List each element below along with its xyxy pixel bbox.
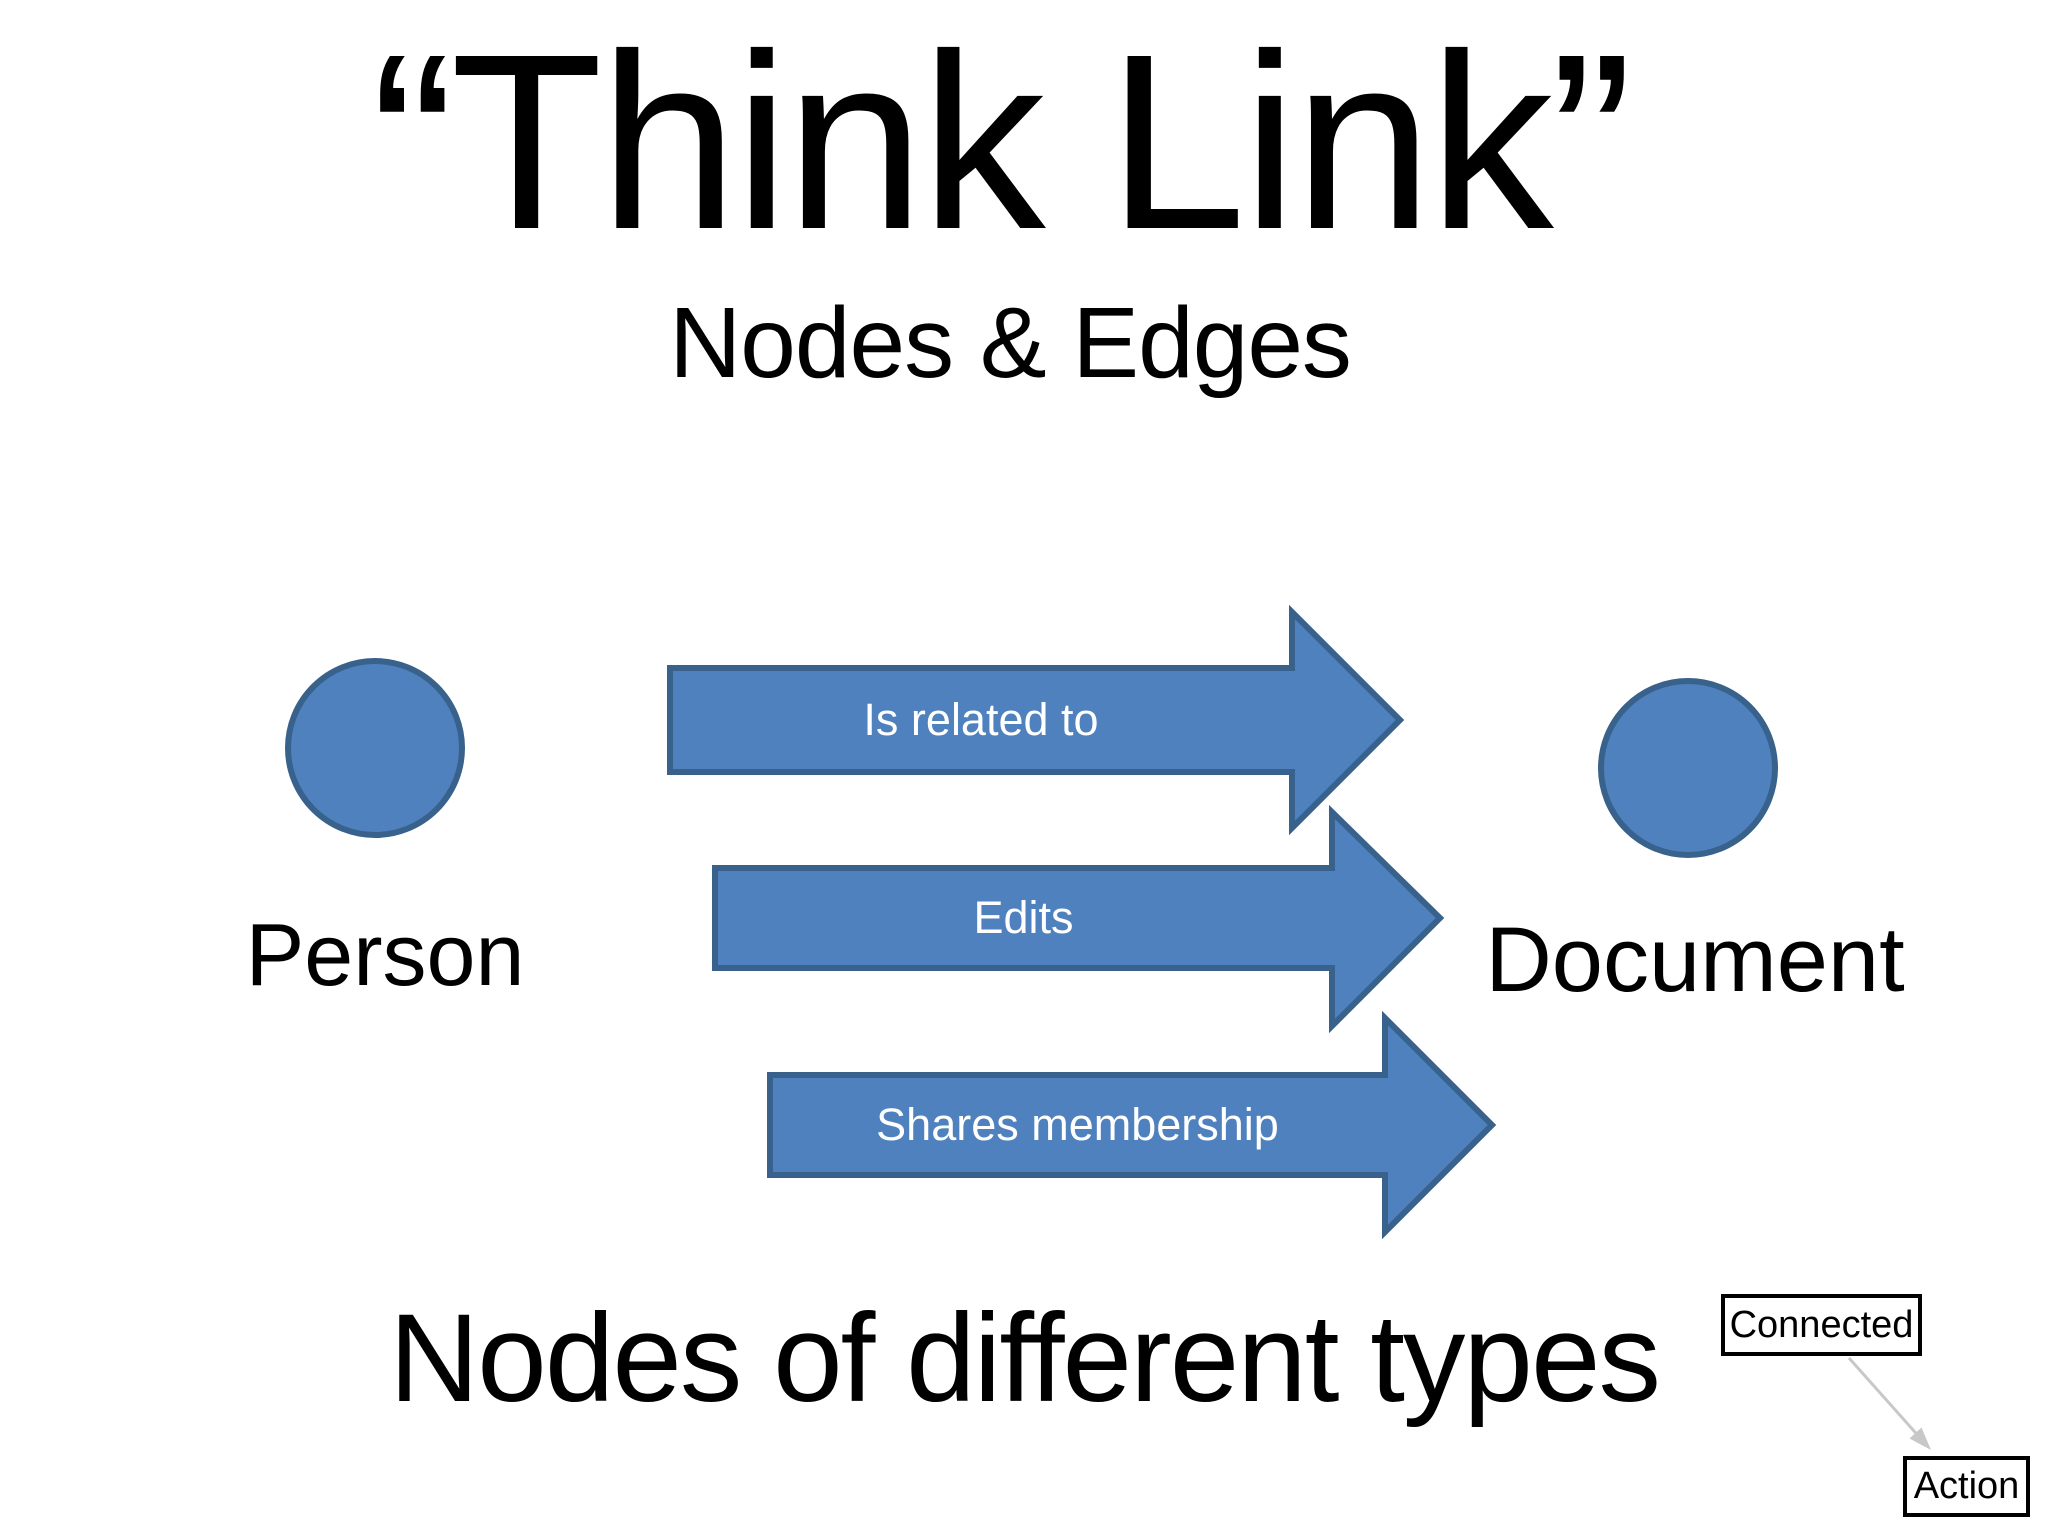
slide-caption: Nodes of different types — [389, 1288, 1661, 1428]
legend-connector-arrowhead-icon — [1909, 1427, 1931, 1450]
document-node-circle — [1598, 678, 1778, 858]
person-node-label: Person — [245, 905, 525, 1004]
edge-label-shares-membership: Shares membership — [876, 1099, 1279, 1150]
edge-arrow-edits — [712, 804, 1445, 1034]
edge-label-is-related-to: Is related to — [863, 694, 1099, 745]
legend-box-action: Action — [1903, 1456, 2030, 1517]
legend-connector-line — [1847, 1357, 1924, 1441]
edge-arrow-is-related-to — [667, 604, 1405, 836]
edge-label-edits: Edits — [973, 892, 1074, 943]
slide-title: “Think Link” — [371, 1, 1633, 281]
document-node-label: Document — [1485, 908, 1905, 1011]
edge-arrow-shares-membership — [767, 1010, 1497, 1240]
slide-subtitle: Nodes & Edges — [669, 286, 1352, 399]
legend-box-connected: Connected — [1721, 1294, 1922, 1356]
person-node-circle — [285, 658, 465, 838]
